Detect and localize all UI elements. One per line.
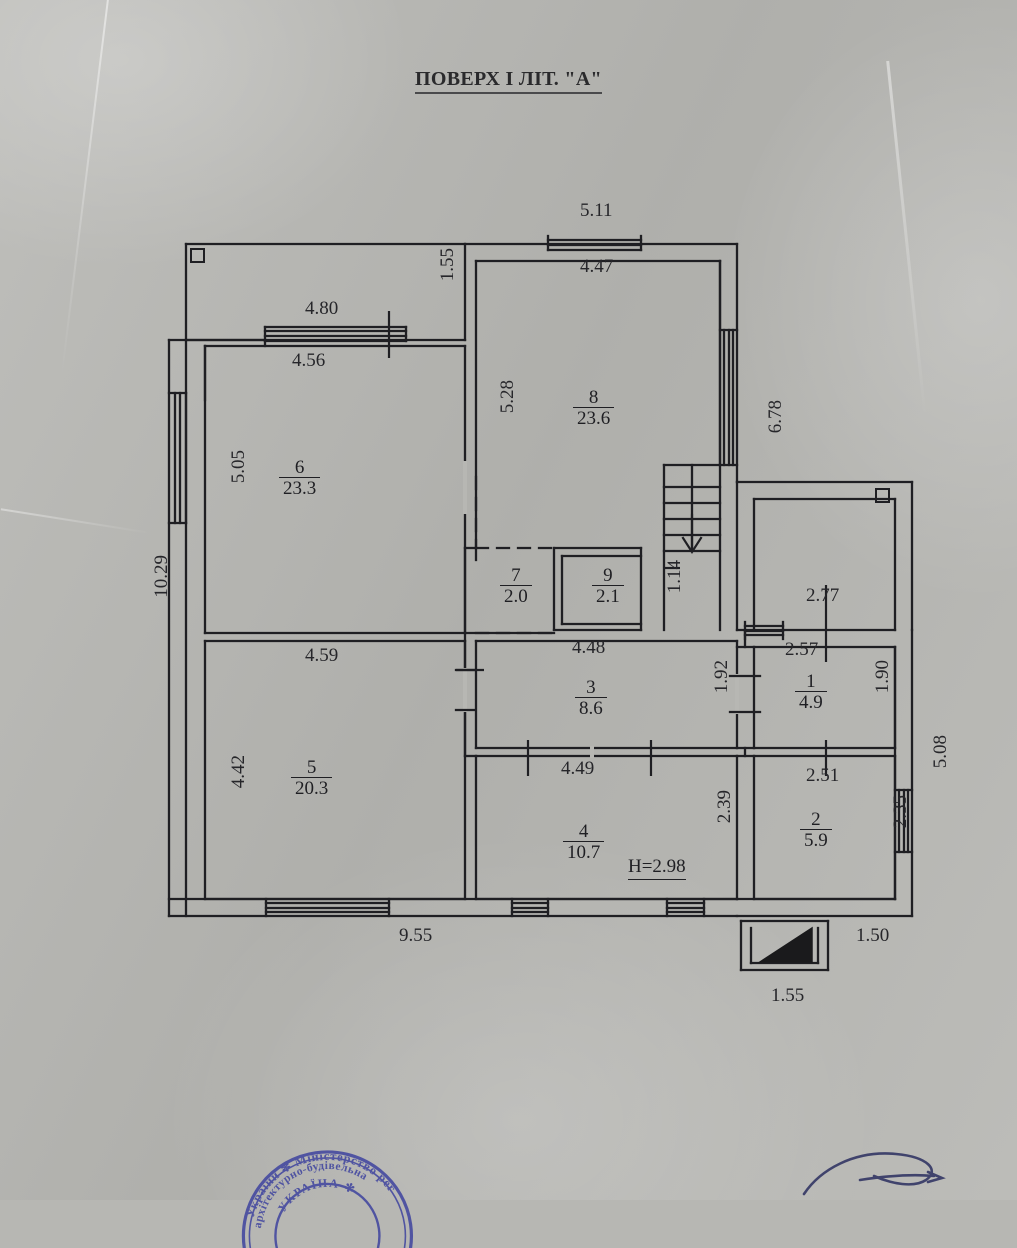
signature-mark [800, 1132, 990, 1202]
dimension-right-2-35: 2.35 [890, 795, 911, 829]
floor-plan-drawing [167, 234, 914, 972]
dimension-right-5-08: 5.08 [930, 735, 951, 769]
room-number: 5 [306, 757, 317, 778]
dimension-right-2-51: 2.51 [806, 765, 840, 786]
room-area: 2.0 [500, 585, 532, 606]
dimension-right-6-78: 6.78 [765, 400, 786, 434]
dimension-porch-1-55: 1.55 [771, 985, 805, 1006]
dimension-mid-4-48: 4.48 [572, 637, 606, 658]
dimension-top-5-11: 5.11 [580, 200, 613, 221]
room-number: 4 [578, 821, 589, 842]
room-label-9: 9 2.1 [592, 566, 624, 606]
dimension-mid-1-14: 1.14 [664, 560, 685, 594]
room-label-1: 1 4.9 [795, 672, 827, 712]
room-number: 8 [588, 387, 599, 408]
room-number: 7 [511, 565, 521, 586]
dimension-1-55-right-top: 1.55 [437, 248, 458, 282]
room-area: 23.3 [279, 477, 321, 498]
dimension-top-4-56: 4.56 [292, 350, 326, 371]
room-area: 8.6 [575, 697, 607, 718]
room-label-7: 7 2.0 [500, 566, 532, 606]
dimension-porch-1-50: 1.50 [856, 925, 890, 946]
room-number: 6 [294, 457, 305, 478]
dimension-top-4-80: 4.80 [305, 298, 339, 319]
room-area: 2.1 [592, 585, 624, 606]
room-area: 10.7 [563, 841, 605, 862]
dimension-bottom-9-55: 9.55 [399, 925, 433, 946]
room-number: 2 [811, 809, 821, 830]
room-area: 20.3 [291, 777, 333, 798]
room-label-2: 2 5.9 [800, 810, 832, 850]
room-label-6: 6 23.3 [279, 457, 321, 498]
dimension-right-1-90: 1.90 [872, 660, 893, 694]
room-label-5: 5 20.3 [291, 757, 333, 798]
room-number: 3 [586, 677, 596, 698]
room-number: 9 [603, 565, 613, 586]
dimension-right-2-57: 2.57 [785, 639, 819, 660]
dimension-mid-2-39: 2.39 [714, 790, 735, 824]
dimension-top-4-59: 4.59 [305, 645, 339, 666]
dimension-left-4-42: 4.42 [228, 755, 249, 789]
page-title: ПОВЕРХ I ЛІТ. "А" [0, 68, 1017, 94]
official-stamp: України ✻ Міністерство рег архітектурно-… [222, 1128, 432, 1248]
room-label-3: 3 8.6 [575, 678, 607, 718]
dimension-left-10-29: 10.29 [151, 555, 172, 598]
room-label-8: 8 23.6 [573, 387, 615, 428]
room-area: 23.6 [573, 407, 615, 428]
dimension-left-5-28: 5.28 [497, 380, 518, 414]
page-title-text: ПОВЕРХ I ЛІТ. "А" [415, 68, 602, 94]
dimension-top-4-47: 4.47 [580, 256, 614, 277]
room-area: 5.9 [800, 829, 832, 850]
dimension-mid-1-92: 1.92 [711, 660, 732, 694]
room-label-4: 4 10.7 [563, 821, 605, 862]
dimension-mid-4-49: 4.49 [561, 758, 595, 779]
dimension-left-5-05: 5.05 [228, 450, 249, 484]
room-area: 4.9 [795, 691, 827, 712]
dimension-right-2-77: 2.77 [806, 585, 840, 606]
ceiling-height-note: H=2.98 [628, 856, 686, 880]
room-number: 1 [806, 671, 816, 692]
